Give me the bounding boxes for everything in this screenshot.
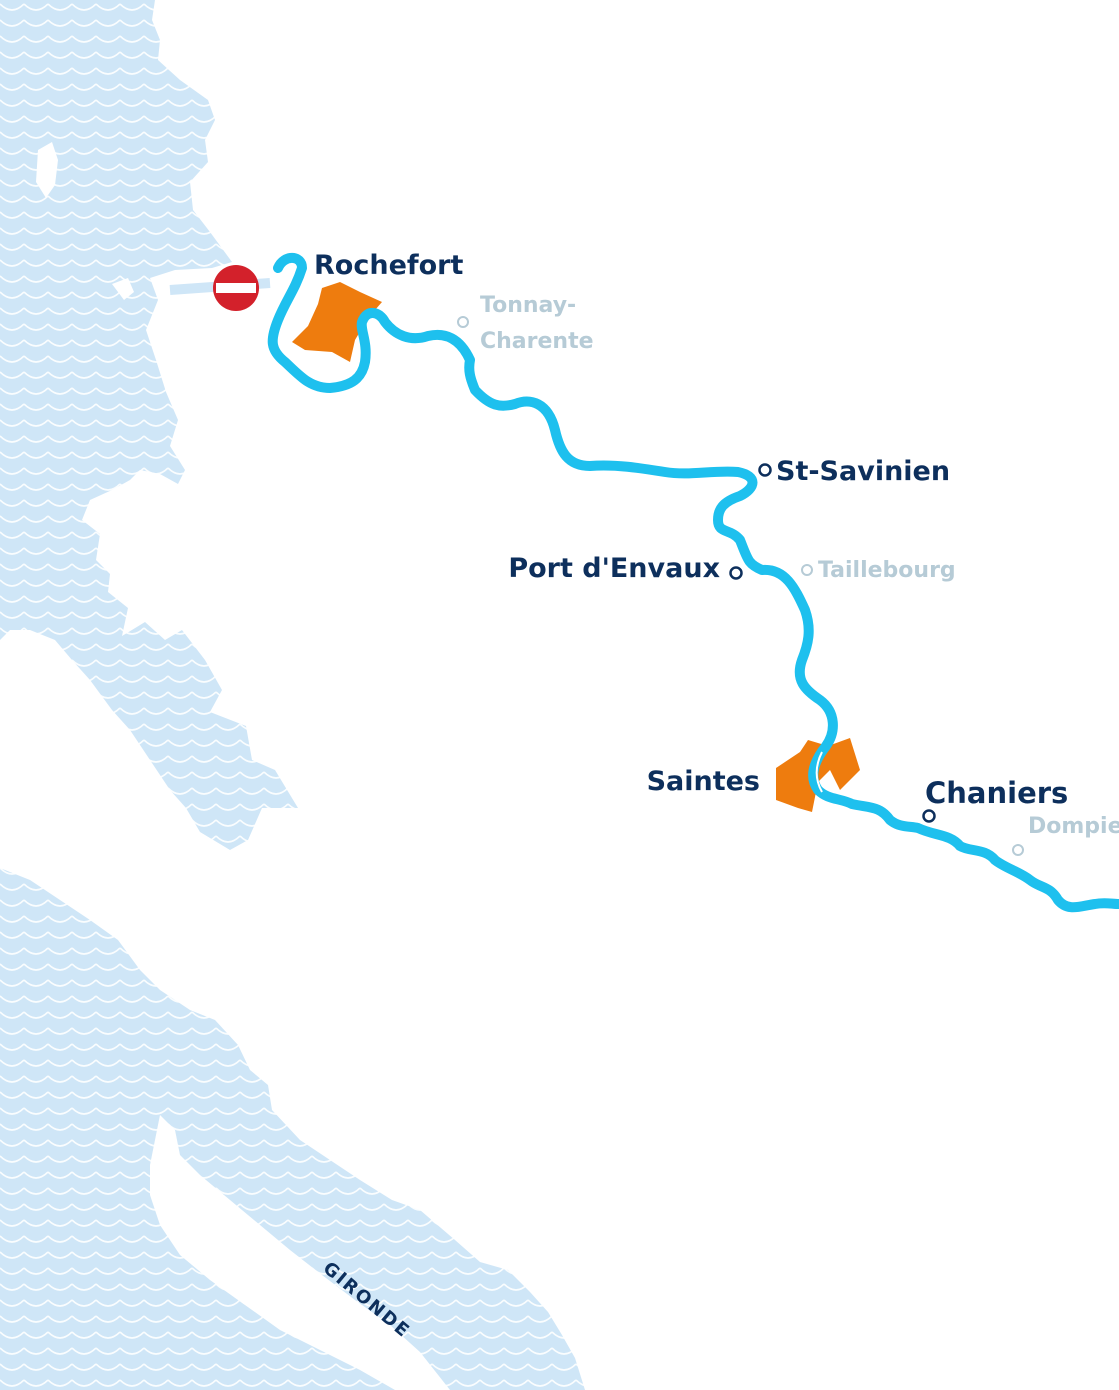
no-entry-icon [213, 265, 259, 311]
gironde-estuary [0, 868, 585, 1390]
river-charente [267, 252, 1119, 913]
town-marker-icon [729, 566, 743, 580]
place-label-dompierre: Dompierre [1028, 814, 1119, 839]
rochefort-city-area [292, 282, 382, 362]
place-label-saintes: Saintes [647, 766, 760, 797]
place-label-chaniers: Chaniers [925, 776, 1068, 810]
town-marker-icon [457, 316, 469, 328]
saintes-river-highlight [815, 751, 823, 793]
island [112, 278, 134, 300]
place-label-st-savinien: St-Savinien [776, 456, 950, 487]
place-label-tonnay-2: Charente [480, 329, 594, 354]
town-marker-icon [1012, 844, 1024, 856]
place-label-rochefort: Rochefort [314, 250, 463, 281]
island [36, 142, 58, 198]
coastal-sea [0, 0, 298, 850]
town-marker-icon [801, 564, 813, 576]
place-label-taillebourg: Taillebourg [818, 558, 956, 583]
place-label-port-envaux: Port d'Envaux [508, 553, 720, 584]
town-marker-icon [922, 809, 936, 823]
place-label-tonnay-1: Tonnay- [480, 293, 576, 318]
town-marker-icon [758, 463, 772, 477]
land-strip [150, 1115, 450, 1390]
